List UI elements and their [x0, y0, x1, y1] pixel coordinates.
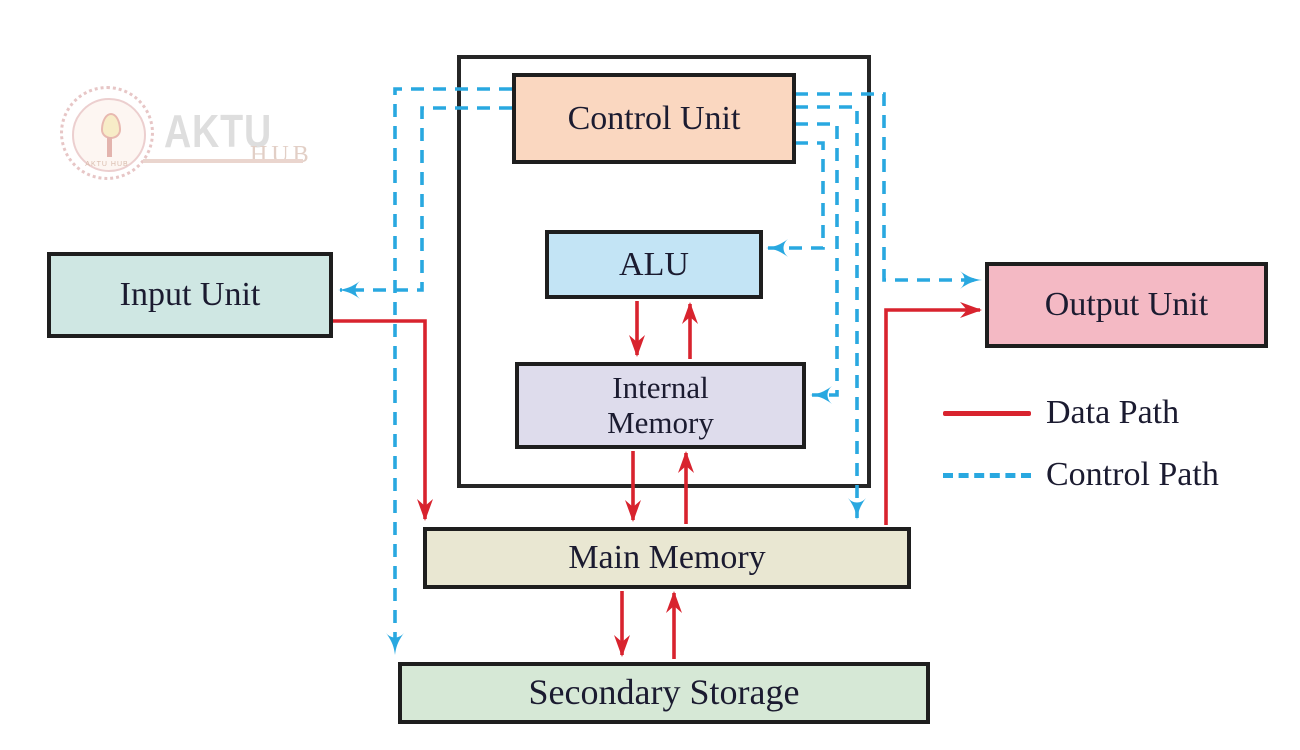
data-path-legend-label: Data Path: [1046, 394, 1180, 431]
internal-memory-label-line1: Internal: [612, 370, 709, 406]
watermark-brand-text: AKTU: [164, 105, 273, 157]
control-unit-box: Control Unit: [512, 73, 796, 164]
emblem-caption: AKTU HUB: [85, 161, 129, 168]
aktu-hub-watermark: AKTU HUB AKTU HUB: [60, 80, 320, 190]
internal-memory-label-line2: Memory: [607, 404, 714, 440]
internal-memory-box: Internal Memory: [515, 362, 806, 449]
aktu-emblem-icon: AKTU HUB: [60, 86, 154, 180]
legend-control-path-row: Control Path: [943, 453, 1219, 497]
control-unit-label: Control Unit: [567, 99, 741, 137]
data-path-swatch: [943, 410, 1031, 416]
input-unit-box: Input Unit: [47, 252, 333, 338]
control-path-legend-label: Control Path: [1046, 456, 1219, 493]
legend: Data Path Control Path: [943, 391, 1219, 497]
main-memory-label: Main Memory: [568, 539, 766, 577]
secondary-storage-label: Secondary Storage: [528, 672, 800, 713]
main-memory-box: Main Memory: [423, 527, 911, 589]
watermark-underline: [143, 159, 303, 163]
input-unit-label: Input Unit: [119, 276, 261, 314]
alu-box: ALU: [545, 230, 763, 299]
torch-stem-icon: [107, 137, 112, 157]
torch-flame-icon: [101, 113, 121, 139]
secondary-storage-box: Secondary Storage: [398, 662, 930, 724]
data-path-input-to-main-memory: [333, 319, 433, 521]
control-path-swatch: [943, 472, 1031, 478]
emblem-ring: [72, 98, 146, 172]
watermark-sub-text: HUB: [250, 142, 313, 168]
output-unit-label: Output Unit: [1044, 286, 1209, 324]
output-unit-box: Output Unit: [985, 262, 1268, 348]
legend-data-path-row: Data Path: [943, 391, 1219, 435]
alu-label: ALU: [619, 245, 689, 283]
